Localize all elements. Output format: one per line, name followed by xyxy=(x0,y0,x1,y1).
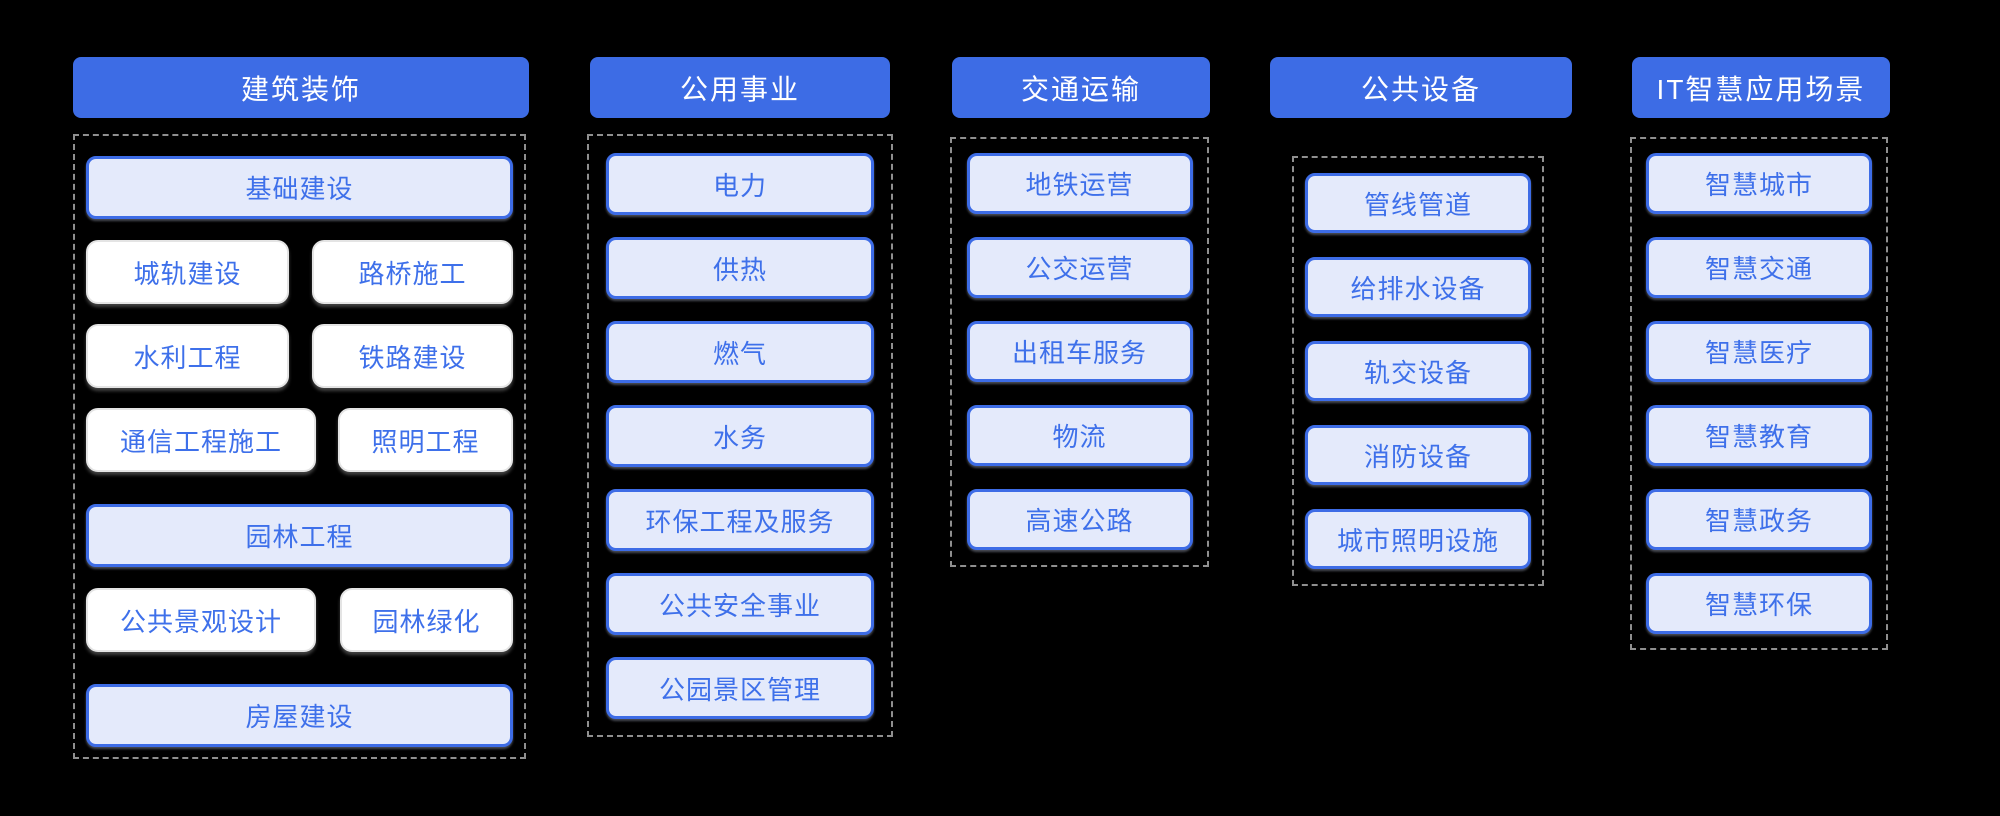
category-item: 房屋建设 xyxy=(86,684,513,747)
category-item: 供热 xyxy=(606,237,874,299)
category-item: 铁路建设 xyxy=(312,324,513,388)
column-panel-transportation: 地铁运营 公交运营 出租车服务 物流 高速公路 xyxy=(950,137,1209,567)
column-panel-building-decoration: 基础建设 城轨建设 路桥施工 水利工程 铁路建设 通信工程施工 照明工程 园林工… xyxy=(73,134,526,759)
column-panel-public-utilities: 电力 供热 燃气 水务 环保工程及服务 公共安全事业 公园景区管理 xyxy=(587,134,893,737)
category-item: 城市照明设施 xyxy=(1305,509,1531,569)
category-item: 燃气 xyxy=(606,321,874,383)
category-item: 物流 xyxy=(966,405,1193,466)
category-item: 通信工程施工 xyxy=(86,408,316,472)
category-item: 基础建设 xyxy=(86,156,513,219)
column-header-it-smart-scenarios: IT智慧应用场景 xyxy=(1632,57,1890,118)
category-item: 公园景区管理 xyxy=(606,657,874,719)
column-panel-public-equipment: 管线管道 给排水设备 轨交设备 消防设备 城市照明设施 xyxy=(1292,156,1544,586)
category-item: 管线管道 xyxy=(1305,173,1531,233)
category-item: 轨交设备 xyxy=(1305,341,1531,401)
category-item: 出租车服务 xyxy=(966,321,1193,382)
category-item: 智慧交通 xyxy=(1646,237,1872,298)
category-item: 公共安全事业 xyxy=(606,573,874,635)
category-item: 环保工程及服务 xyxy=(606,489,874,551)
column-header-public-equipment: 公共设备 xyxy=(1270,57,1572,118)
category-item: 公交运营 xyxy=(966,237,1193,298)
category-item: 园林绿化 xyxy=(340,588,513,652)
category-item: 照明工程 xyxy=(338,408,513,472)
category-item: 城轨建设 xyxy=(86,240,289,304)
item-row: 水利工程 铁路建设 xyxy=(86,324,513,388)
category-item: 智慧环保 xyxy=(1646,573,1872,634)
column-header-transportation: 交通运输 xyxy=(952,57,1210,118)
category-item: 高速公路 xyxy=(966,489,1193,550)
column-header-building-decoration: 建筑装饰 xyxy=(73,57,529,118)
category-item: 路桥施工 xyxy=(312,240,513,304)
category-item: 地铁运营 xyxy=(966,153,1193,214)
category-item: 智慧教育 xyxy=(1646,405,1872,466)
category-item: 智慧医疗 xyxy=(1646,321,1872,382)
category-item: 水务 xyxy=(606,405,874,467)
item-row: 公共景观设计 园林绿化 xyxy=(86,588,513,652)
column-panel-it-smart-scenarios: 智慧城市 智慧交通 智慧医疗 智慧教育 智慧政务 智慧环保 xyxy=(1630,137,1888,650)
category-item: 智慧政务 xyxy=(1646,489,1872,550)
item-row: 通信工程施工 照明工程 xyxy=(86,408,513,472)
category-item: 公共景观设计 xyxy=(86,588,316,652)
category-item: 电力 xyxy=(606,153,874,215)
item-row: 城轨建设 路桥施工 xyxy=(86,240,513,304)
category-item: 消防设备 xyxy=(1305,425,1531,485)
category-item: 给排水设备 xyxy=(1305,257,1531,317)
category-item: 水利工程 xyxy=(86,324,289,388)
category-item: 园林工程 xyxy=(86,504,513,567)
column-header-public-utilities: 公用事业 xyxy=(590,57,890,118)
category-item: 智慧城市 xyxy=(1646,153,1872,214)
